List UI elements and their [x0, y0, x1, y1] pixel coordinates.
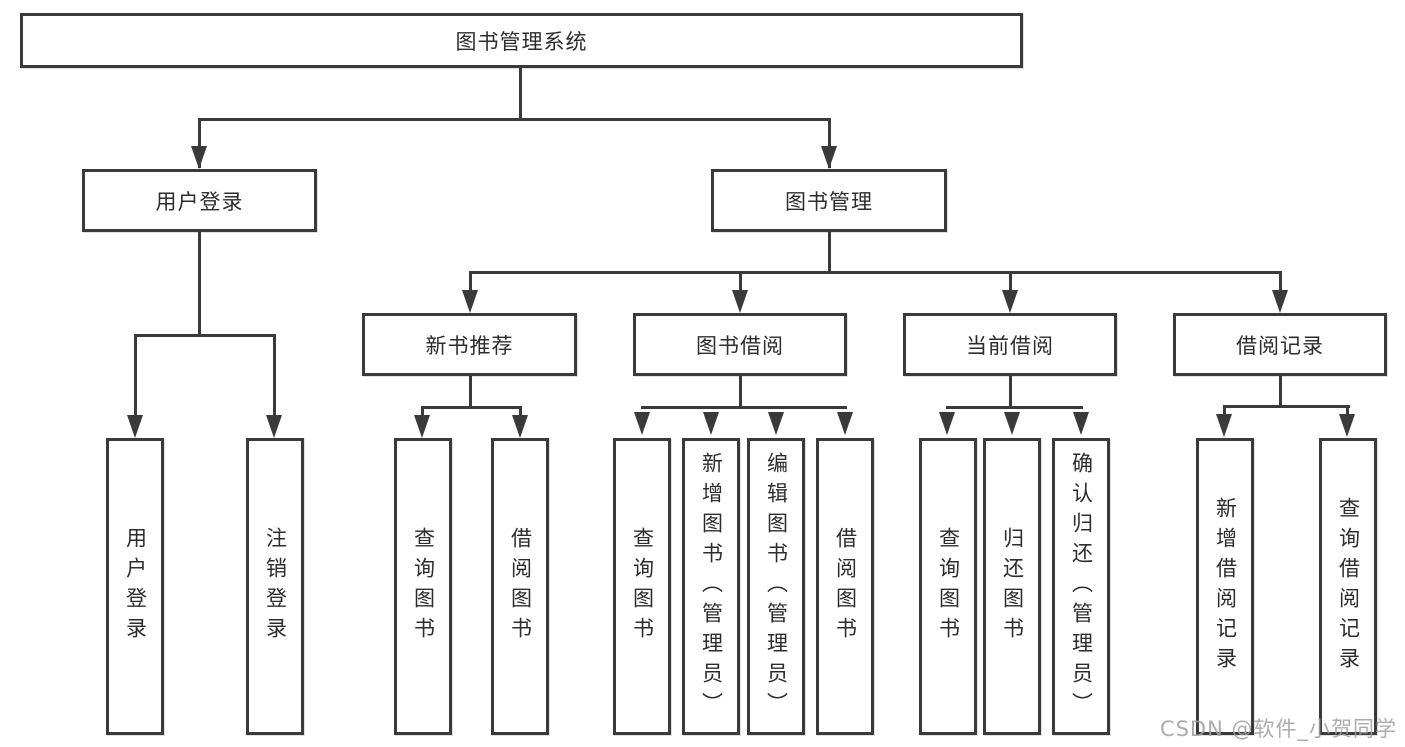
node-borrowing-records: 借阅记录 [1173, 313, 1387, 376]
leaf-add-borrow-record: 新增借阅记录 [1196, 438, 1254, 735]
arrow-down-icon [1339, 414, 1355, 437]
arrow-down-icon [768, 412, 784, 435]
arrow-down-icon [462, 290, 478, 313]
connector-user-login-hbar [134, 334, 276, 337]
arrow-down-icon [266, 415, 282, 438]
node-borrowing-records-label: 借阅记录 [1236, 333, 1324, 358]
node-current-borrowing: 当前借阅 [903, 313, 1117, 376]
node-book-borrowing: 图书借阅 [633, 313, 847, 376]
leaf-add-book-admin: 新增图书（管理员） [682, 438, 740, 735]
connector-to-leaf-user-login [134, 334, 137, 416]
node-new-book-recommend-label: 新书推荐 [425, 333, 514, 358]
leaf-confirm-return-admin: 确认归还（管理员） [1052, 438, 1110, 735]
leaf-query-books-borrowing-label: 查询图书 [630, 526, 655, 647]
leaf-query-books-recommend: 查询图书 [394, 438, 452, 735]
connector-book-mgmt-hbar [469, 271, 1282, 274]
leaf-query-books-current: 查询图书 [919, 438, 977, 735]
node-book-management-label: 图书管理 [785, 189, 873, 214]
connector-to-new-book [469, 271, 472, 293]
arrow-down-icon [821, 146, 837, 169]
leaf-return-books: 归还图书 [983, 438, 1041, 735]
leaf-borrow-books-recommend: 借阅图书 [491, 438, 549, 735]
leaf-return-books-label: 归还图书 [1000, 526, 1025, 647]
arrow-down-icon [1004, 412, 1020, 435]
connector-to-user-login [198, 118, 201, 168]
leaf-query-borrow-record: 查询借阅记录 [1319, 438, 1377, 735]
leaf-edit-book-admin-label: 编辑图书（管理员） [764, 451, 789, 722]
arrow-down-icon [703, 412, 719, 435]
arrow-down-icon [1216, 414, 1232, 437]
leaf-logout: 注销登录 [246, 438, 304, 735]
leaf-add-borrow-record-label: 新增借阅记录 [1213, 496, 1238, 677]
leaf-borrow-books: 借阅图书 [816, 438, 874, 735]
leaf-query-borrow-record-label: 查询借阅记录 [1336, 496, 1361, 677]
node-user-login-label: 用户登录 [155, 189, 244, 214]
connector-book-borrow-hbar [641, 406, 847, 409]
connector-new-book-stem [469, 376, 472, 409]
arrow-down-icon [414, 415, 430, 438]
node-user-login: 用户登录 [82, 169, 317, 232]
watermark: CSDN @软件_小贺同学 [1159, 717, 1397, 741]
node-book-borrowing-label: 图书借阅 [696, 333, 784, 358]
node-current-borrowing-label: 当前借阅 [966, 333, 1054, 358]
leaf-logout-label: 注销登录 [263, 526, 288, 647]
leaf-query-books-borrowing: 查询图书 [613, 438, 671, 735]
arrow-down-icon [191, 146, 207, 169]
connector-borrow-records-stem [1279, 376, 1282, 407]
arrow-down-icon [1272, 290, 1288, 313]
connector-current-borrow-stem [1009, 376, 1012, 409]
connector-new-book-hbar [421, 406, 522, 409]
leaf-user-login: 用户登录 [106, 438, 164, 735]
arrow-down-icon [939, 412, 955, 435]
arrow-down-icon [634, 412, 650, 435]
connector-current-borrow-hbar [946, 406, 1083, 409]
leaf-query-books-recommend-label: 查询图书 [411, 526, 436, 647]
connector-to-book-mgmt [828, 118, 831, 168]
leaf-query-books-current-label: 查询图书 [936, 526, 961, 647]
node-root: 图书管理系统 [20, 13, 1023, 68]
node-new-book-recommend: 新书推荐 [362, 313, 577, 376]
leaf-confirm-return-admin-label: 确认归还（管理员） [1069, 451, 1094, 722]
connector-to-leaf-logout [273, 334, 276, 416]
connector-to-current-borrow [1009, 271, 1012, 293]
connector-borrow-records-hbar [1223, 405, 1350, 408]
leaf-add-book-admin-label: 新增图书（管理员） [699, 451, 724, 722]
connector-book-borrow-stem [739, 376, 742, 409]
connector-root-stem [519, 66, 522, 120]
leaf-edit-book-admin: 编辑图书（管理员） [747, 438, 805, 735]
leaf-borrow-books-label: 借阅图书 [833, 526, 858, 647]
node-book-management: 图书管理 [711, 169, 947, 232]
connector-to-borrow-records [1279, 271, 1282, 293]
leaf-user-login-label: 用户登录 [123, 526, 148, 647]
connector-to-book-borrow [739, 271, 742, 293]
arrow-down-icon [732, 290, 748, 313]
arrow-down-icon [127, 415, 143, 438]
arrow-down-icon [1002, 290, 1018, 313]
connector-book-mgmt-stem [828, 232, 831, 274]
arrow-down-icon [1073, 412, 1089, 435]
leaf-borrow-books-recommend-label: 借阅图书 [508, 526, 533, 647]
arrow-down-icon [837, 412, 853, 435]
connector-user-login-stem [198, 232, 201, 336]
connector-root-hbar [198, 118, 830, 121]
node-root-label: 图书管理系统 [455, 29, 588, 54]
arrow-down-icon [512, 415, 528, 438]
